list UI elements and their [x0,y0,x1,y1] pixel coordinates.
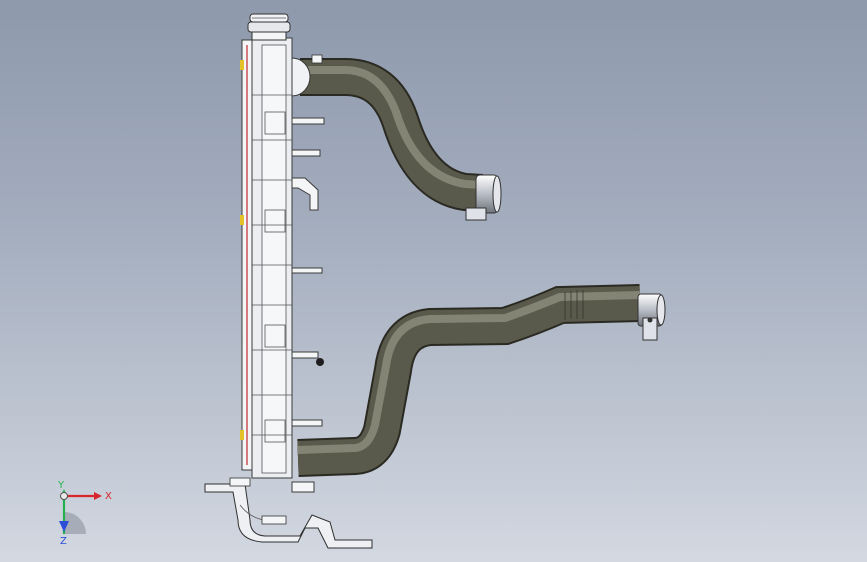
lower-mounting-bracket[interactable] [204,477,373,549]
coordinate-triad: X Y Z [44,480,114,550]
triad-plane-shading [64,512,86,534]
upper-radiator-hose[interactable] [273,57,484,212]
x-axis-label: X [105,491,112,502]
lower-radiator-hose[interactable] [297,284,641,477]
y-axis-label: Y [57,480,65,491]
lower-hose-clamp[interactable] [637,293,666,341]
radiator-filler-cap[interactable] [247,13,291,41]
z-axis-arrow-icon [59,521,69,532]
triad-graphic: X Y Z [57,480,112,547]
x-axis-arrow-icon [94,492,102,500]
radiator-assembly[interactable] [240,37,325,493]
z-axis-label: Z [60,536,67,547]
upper-hose-clamp[interactable] [465,174,502,221]
triad-origin [60,492,68,500]
